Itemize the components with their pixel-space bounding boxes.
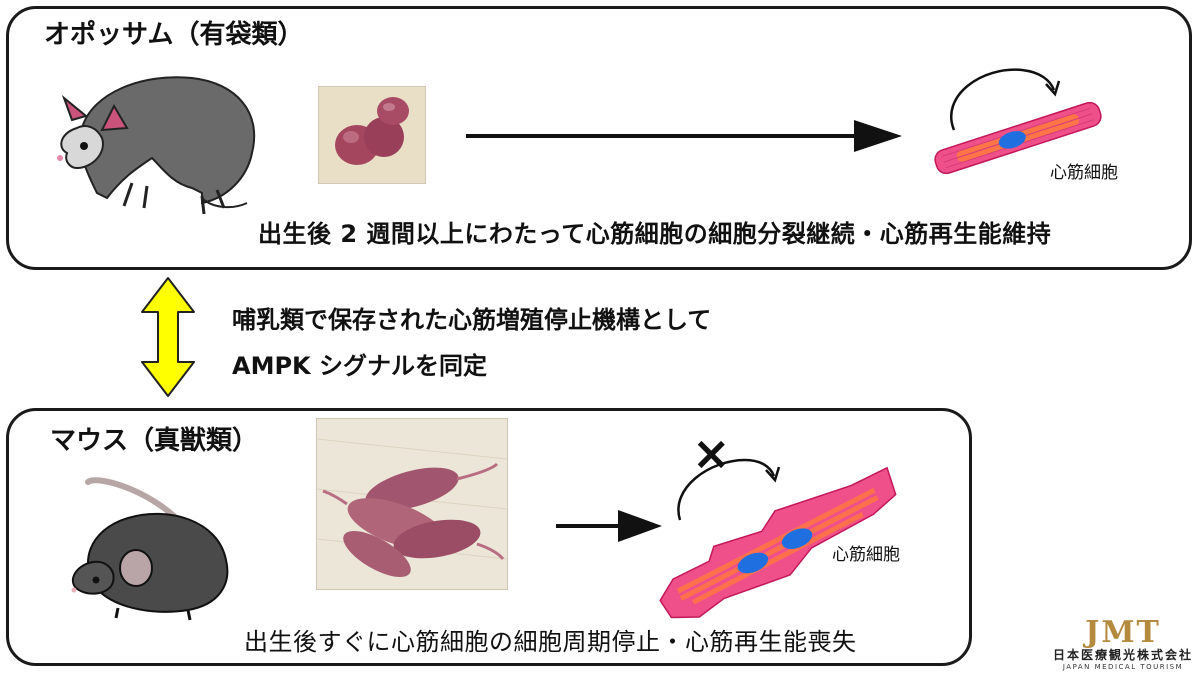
logo-mark: JMT (1085, 615, 1161, 650)
progression-arrow-bottom-icon (556, 510, 662, 542)
arrested-cardiomyocyte-icon (659, 458, 897, 619)
mechanism-text-line1: 哺乳類で保存された心筋増殖停止機構として (232, 306, 712, 334)
mouse-caption: 出生後すぐに心筋細胞の細胞周期停止・心筋再生能喪失 (244, 628, 857, 656)
logo-company-name-jp: 日本医療観光株式会社 (1052, 648, 1193, 662)
dividing-cardiomyocyte-icon (934, 68, 1102, 175)
mouse-neonate-photo-icon (316, 418, 508, 590)
progression-arrow-icon (466, 120, 902, 152)
opossum-cardiomyocyte-label: 心筋細胞 (1050, 163, 1118, 183)
opossum-illustration-icon (57, 76, 256, 215)
blocked-cross-icon: × (692, 426, 731, 480)
opossum-caption: 出生後 2 週間以上にわたって心筋細胞の細胞分裂継続・心筋再生能維持 (258, 220, 1052, 248)
mechanism-text-line2: AMPK シグナルを同定 (232, 352, 487, 380)
opossum-panel-title: オポッサム（有袋類） (44, 20, 304, 50)
logo-company-name-en: JAPAN MEDICAL TOURISM (1062, 663, 1184, 671)
mouse-panel-title: マウス（真獣類） (50, 426, 259, 456)
opossum-neonate-photo-icon (318, 86, 426, 184)
mouse-cardiomyocyte-label: 心筋細胞 (832, 545, 900, 565)
mouse-illustration-icon (71, 477, 229, 621)
comparison-double-arrow-icon (141, 277, 195, 397)
company-logo: JMT 日本医療観光株式会社 JAPAN MEDICAL TOURISM (1048, 618, 1198, 672)
